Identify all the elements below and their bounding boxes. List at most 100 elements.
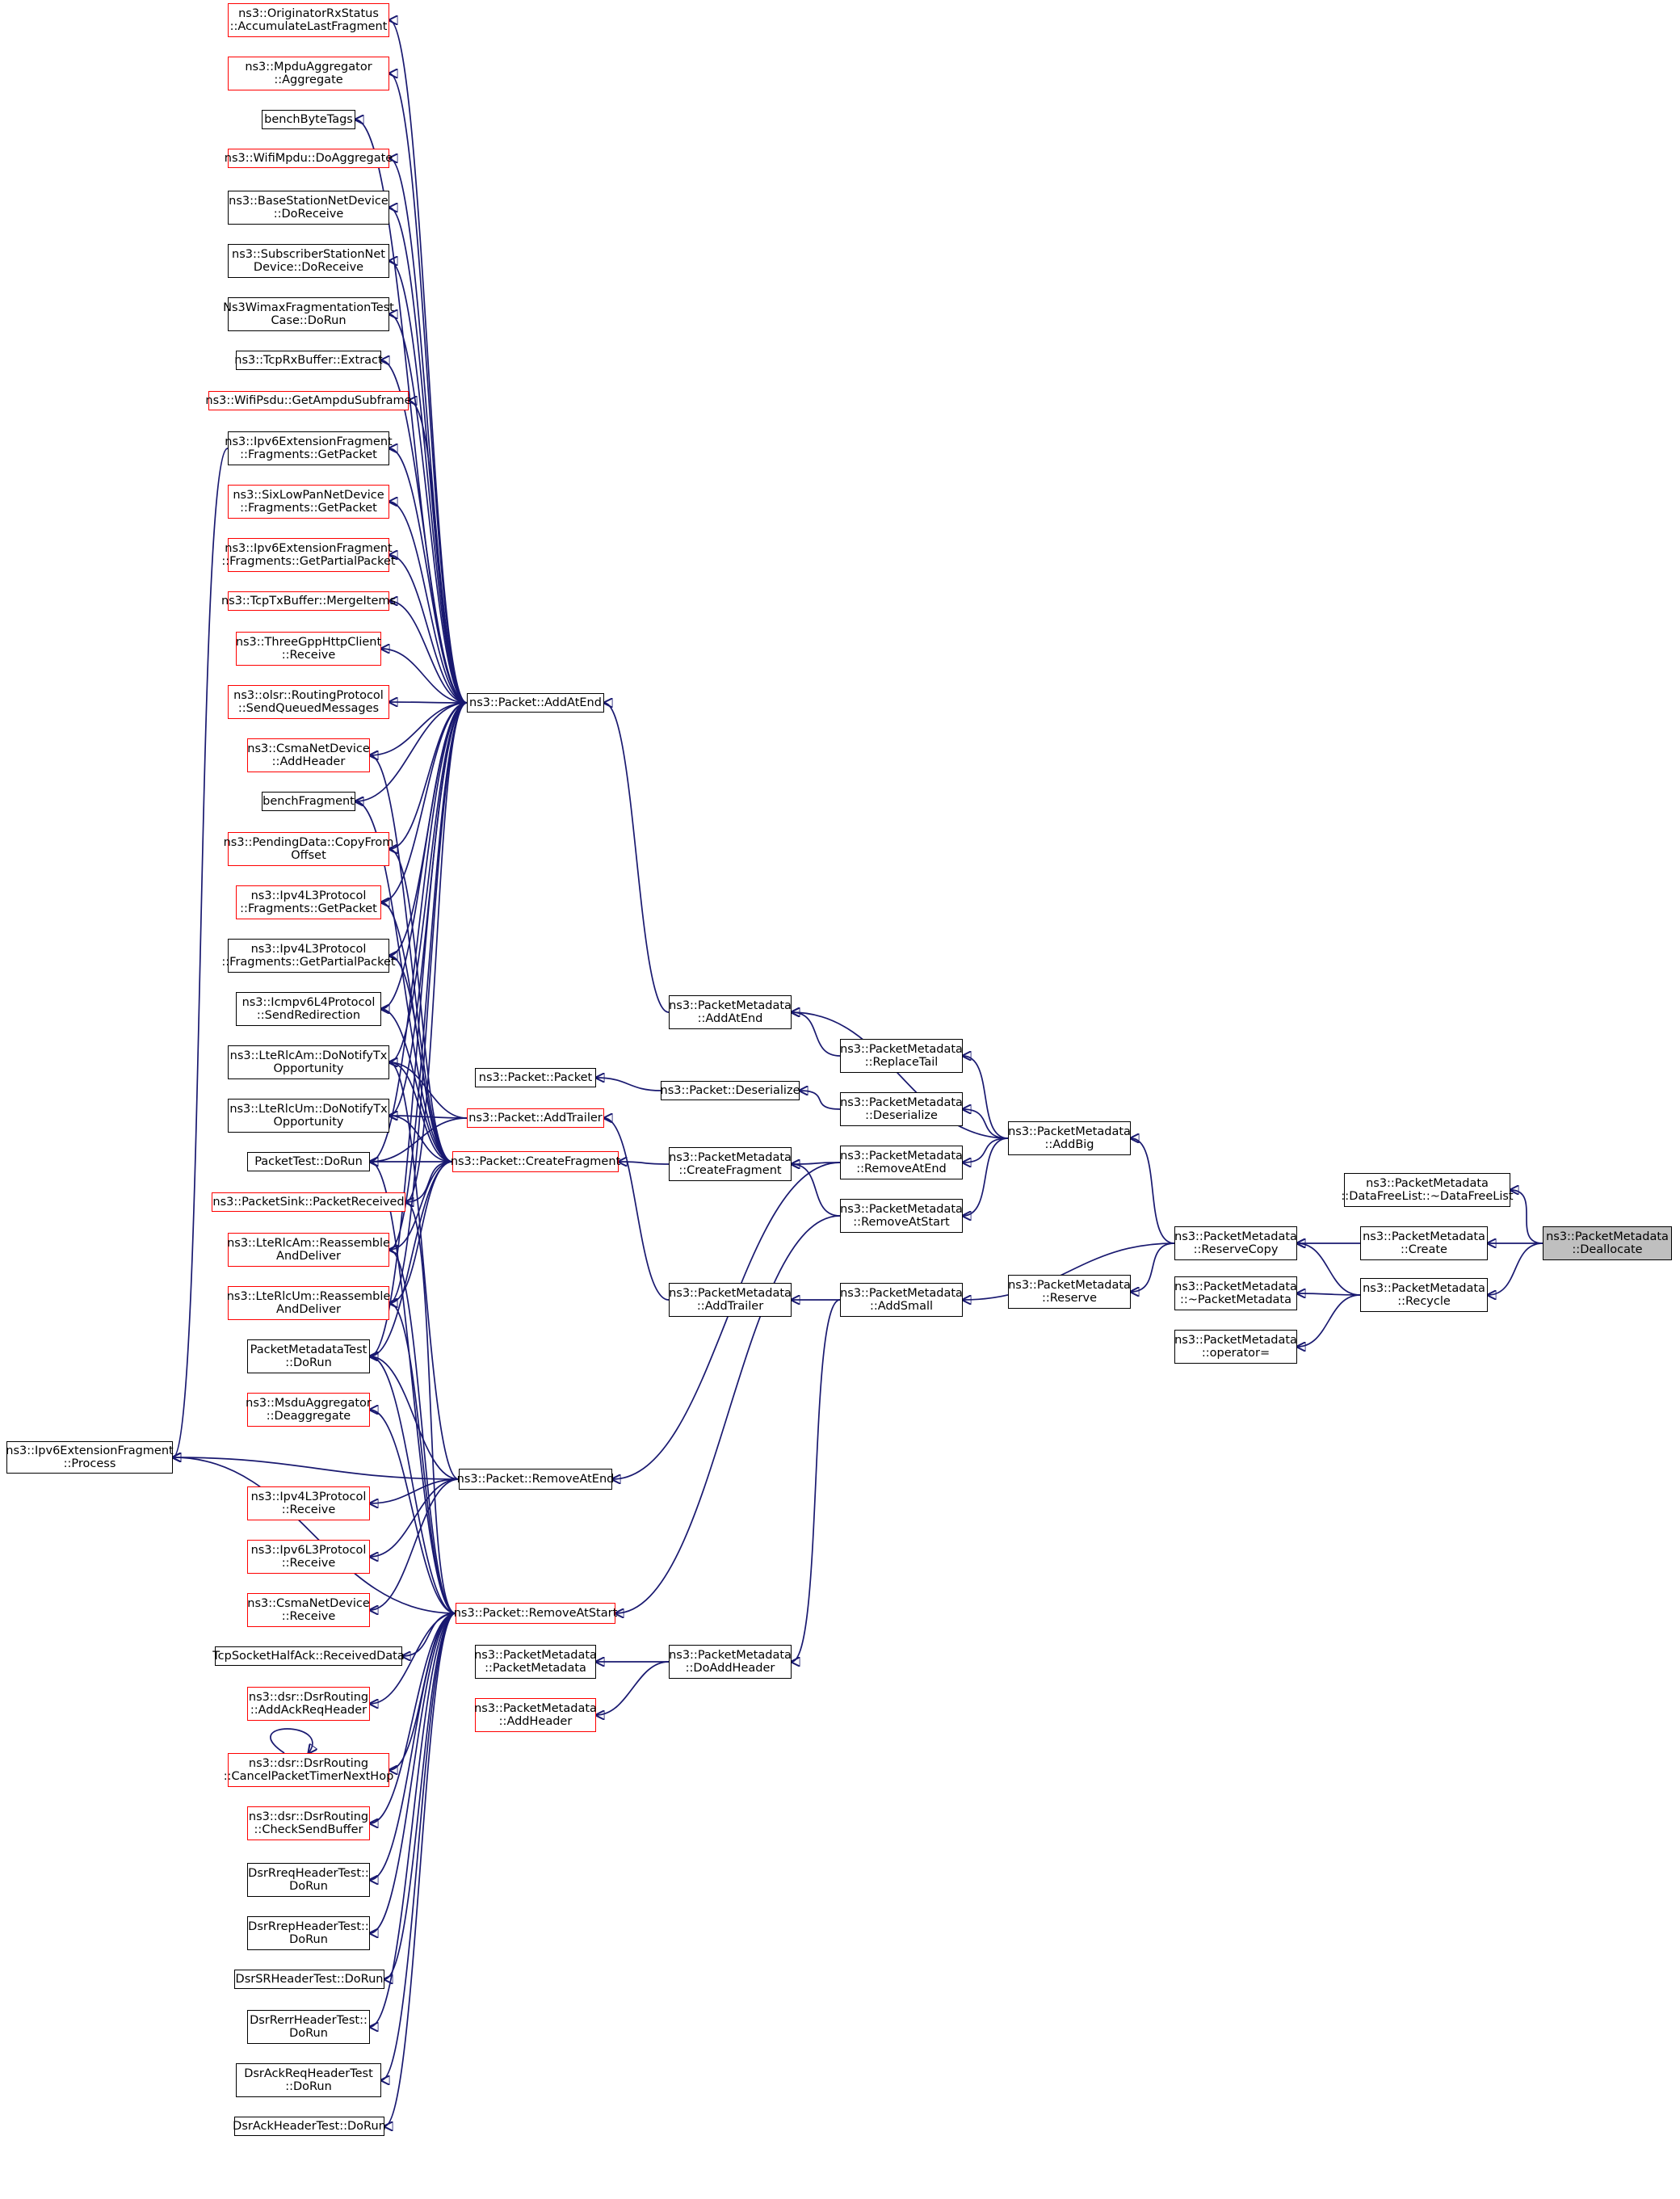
node-dsr-ack-header-test[interactable]: DsrAckHeaderTest::DoRun [233,2117,386,2136]
node-ipv6-l3-protocol-receive[interactable]: ns3::Ipv6L3Protocol::Receive [247,1540,370,1574]
node-label-line: ns3::PacketMetadata [474,1649,597,1662]
node-label-line: ::Process [63,1457,116,1470]
node-dsr-cancel-packet-timer-next-hop[interactable]: ns3::dsr::DsrRouting::CancelPacketTimerN… [224,1753,393,1787]
node-tcp-socket-half-ack-received-data[interactable]: TcpSocketHalfAck::ReceivedData [212,1646,405,1666]
node-label-line: ns3::PacketMetadata [840,1043,963,1056]
node-ipv4-l3-protocol-receive[interactable]: ns3::Ipv4L3Protocol::Receive [247,1486,370,1520]
node-packet-metadata-test-do-run[interactable]: PacketMetadataTest::DoRun [247,1339,370,1373]
node-label-line: ns3::PacketMetadata [669,1151,792,1164]
node-wifi-mpdu-do-aggregate[interactable]: ns3::WifiMpdu::DoAggregate [225,149,393,168]
node-label-line: ns3::PacketMetadata [1363,1282,1485,1295]
edge-pcf-to-i4gpp [389,956,453,1163]
node-ipv4-l3-fragments-get-packet[interactable]: ns3::Ipv4L3Protocol::Fragments::GetPacke… [236,885,381,919]
edge-pmas-to-pmdah [792,1299,841,1662]
node-tcp-tx-buffer-merge-items[interactable]: ns3::TcpTxBuffer::MergeItems [221,591,396,611]
node-dsr-rerr-header-test[interactable]: DsrRerrHeaderTest::DoRun [247,2010,370,2044]
node-tcp-rx-buffer-extract[interactable]: ns3::TcpRxBuffer::Extract [234,351,383,370]
node-packet-metadata-reserve-copy[interactable]: ns3::PacketMetadata::ReserveCopy [1174,1226,1297,1260]
node-packet-metadata-add-big[interactable]: ns3::PacketMetadata::AddBig [1008,1121,1131,1155]
node-sixlowpan-fragments-get-packet[interactable]: ns3::SixLowPanNetDevice::Fragments::GetP… [228,485,389,519]
node-packet-metadata-operator-assign[interactable]: ns3::PacketMetadata::operator= [1174,1330,1297,1364]
node-packet-metadata-create-fragment[interactable]: ns3::PacketMetadata::CreateFragment [669,1147,792,1181]
node-packet-sink-packet-received[interactable]: ns3::PacketSink::PacketReceived [212,1192,405,1212]
node-icmpv6-l4-send-redirection[interactable]: ns3::Icmpv6L4Protocol::SendRedirection [236,992,381,1026]
node-dsr-rreq-header-test[interactable]: DsrRreqHeaderTest::DoRun [247,1863,370,1897]
node-label-line: ns3::Packet::AddTrailer [468,1112,603,1125]
node-packet-test-do-run[interactable]: PacketTest::DoRun [247,1152,370,1171]
node-label-line: ns3::WifiPsdu::GetAmpduSubframe [205,394,412,407]
node-label-line: ::CancelPacketTimerNextHop [223,1770,394,1783]
node-label-line: DoRun [289,1933,328,1946]
node-packet-remove-at-end[interactable]: ns3::Packet::RemoveAtEnd [457,1469,614,1490]
node-packet-add-at-end[interactable]: ns3::Packet::AddAtEnd [467,693,604,713]
node-packet-packet[interactable]: ns3::Packet::Packet [475,1068,596,1087]
node-dsr-check-send-buffer[interactable]: ns3::dsr::DsrRouting::CheckSendBuffer [247,1806,370,1840]
node-packet-metadata-destructor[interactable]: ns3::PacketMetadata::~PacketMetadata [1174,1276,1297,1310]
node-packet-metadata-reserve[interactable]: ns3::PacketMetadata::Reserve [1008,1275,1131,1309]
node-packet-metadata-remove-at-end[interactable]: ns3::PacketMetadata::RemoveAtEnd [840,1146,963,1179]
edge-pras-to-ackreq [381,1612,456,2080]
node-msdu-aggregator-deaggregate[interactable]: ns3::MsduAggregator::Deaggregate [246,1393,372,1427]
node-packet-metadata-deserialize[interactable]: ns3::PacketMetadata::Deserialize [840,1092,963,1126]
node-packet-metadata-recycle[interactable]: ns3::PacketMetadata::Recycle [1360,1278,1488,1312]
node-packet-add-trailer[interactable]: ns3::Packet::AddTrailer [467,1108,604,1128]
node-packet-deserialize[interactable]: ns3::Packet::Deserialize [661,1081,800,1100]
node-packet-metadata-packet-metadata[interactable]: ns3::PacketMetadata::PacketMetadata [474,1645,597,1679]
edge-pras-to-msdu [370,1410,456,1614]
node-label-line: ns3::Packet::RemoveAtStart [453,1607,618,1620]
node-wifi-psdu-get-ampdu-subframe[interactable]: ns3::WifiPsdu::GetAmpduSubframe [205,391,412,410]
edge-pcf-to-bfrag [355,801,453,1163]
node-csma-net-device-add-header[interactable]: ns3::CsmaNetDevice::AddHeader [247,738,370,772]
node-label-line: ns3::CsmaNetDevice [247,1597,370,1610]
edge-pras-to-ptest [370,1162,456,1614]
node-base-station-net-device-do-receive[interactable]: ns3::BaseStationNetDevice::DoReceive [228,191,389,225]
edge-paae-to-tghttp [381,649,468,704]
node-three-gpp-http-client-receive[interactable]: ns3::ThreeGppHttpClient::Receive [236,632,381,666]
node-label-line: ns3::Ipv6ExtensionFragment [225,542,393,555]
node-label-line: ::ReserveCopy [1193,1243,1279,1256]
node-packet-metadata-remove-at-start[interactable]: ns3::PacketMetadata::RemoveAtStart [840,1199,963,1233]
node-ipv6-extension-fragment-process[interactable]: ns3::Ipv6ExtensionFragment::Process [6,1441,174,1474]
node-label-line: ns3::PacketMetadata [1008,1279,1131,1292]
node-label-line: ns3::PacketMetadata [1174,1334,1297,1347]
edge-pmab-to-pmdes [963,1109,1009,1139]
edge-pmdeal-to-pmrec [1488,1242,1544,1295]
node-label-line: DsrAckHeaderTest::DoRun [233,2120,386,2133]
node-originator-rx-status[interactable]: ns3::OriginatorRxStatus::AccumulateLastF… [228,3,389,37]
node-packet-metadata-do-add-header[interactable]: ns3::PacketMetadata::DoAddHeader [669,1645,792,1679]
node-mpdu-aggregator-aggregate[interactable]: ns3::MpduAggregator::Aggregate [228,57,389,90]
edge-pras-to-dsrack [370,1612,456,1704]
node-packet-metadata-replace-tail[interactable]: ns3::PacketMetadata::ReplaceTail [840,1039,963,1073]
node-olsr-send-queued-messages[interactable]: ns3::olsr::RoutingProtocol::SendQueuedMe… [228,685,389,719]
node-packet-create-fragment[interactable]: ns3::Packet::CreateFragment [451,1151,620,1172]
edge-pmab-to-pmras [963,1137,1009,1216]
node-label-line: DoRun [289,1880,328,1893]
node-dsr-add-ack-req-header[interactable]: ns3::dsr::DsrRouting::AddAckReqHeader [247,1687,370,1721]
node-bench-fragment[interactable]: benchFragment [262,792,355,811]
node-dsr-sr-header-test[interactable]: DsrSRHeaderTest::DoRun [234,1970,384,1989]
node-label-line: ns3::PacketMetadata [840,1203,963,1216]
node-ipv6-extension-fragment-get-partial-packet[interactable]: ns3::Ipv6ExtensionFragment::Fragments::G… [221,538,396,572]
node-packet-metadata-add-header[interactable]: ns3::PacketMetadata::AddHeader [474,1698,597,1732]
node-ipv4-l3-fragments-get-partial-packet[interactable]: ns3::Ipv4L3Protocol::Fragments::GetParti… [221,939,396,973]
node-csma-net-device-receive[interactable]: ns3::CsmaNetDevice::Receive [247,1593,370,1627]
node-packet-remove-at-start[interactable]: ns3::Packet::RemoveAtStart [453,1603,618,1624]
node-dsr-ack-req-header-test[interactable]: DsrAckReqHeaderTest::DoRun [236,2063,381,2097]
node-dsr-rrep-header-test[interactable]: DsrRrepHeaderTest::DoRun [247,1916,370,1950]
node-packet-metadata-add-trailer[interactable]: ns3::PacketMetadata::AddTrailer [669,1283,792,1317]
node-bench-byte-tags[interactable]: benchByteTags [262,110,355,129]
node-packet-metadata-create[interactable]: ns3::PacketMetadata::Create [1360,1226,1488,1260]
node-data-free-list-destructor[interactable]: ns3::PacketMetadata::DataFreeList::~Data… [1341,1173,1514,1207]
node-packet-metadata-add-at-end[interactable]: ns3::PacketMetadata::AddAtEnd [669,995,792,1029]
node-packet-metadata-add-small[interactable]: ns3::PacketMetadata::AddSmall [840,1283,963,1317]
node-ipv6-extension-fragment-get-packet[interactable]: ns3::Ipv6ExtensionFragment::Fragments::G… [225,431,393,465]
